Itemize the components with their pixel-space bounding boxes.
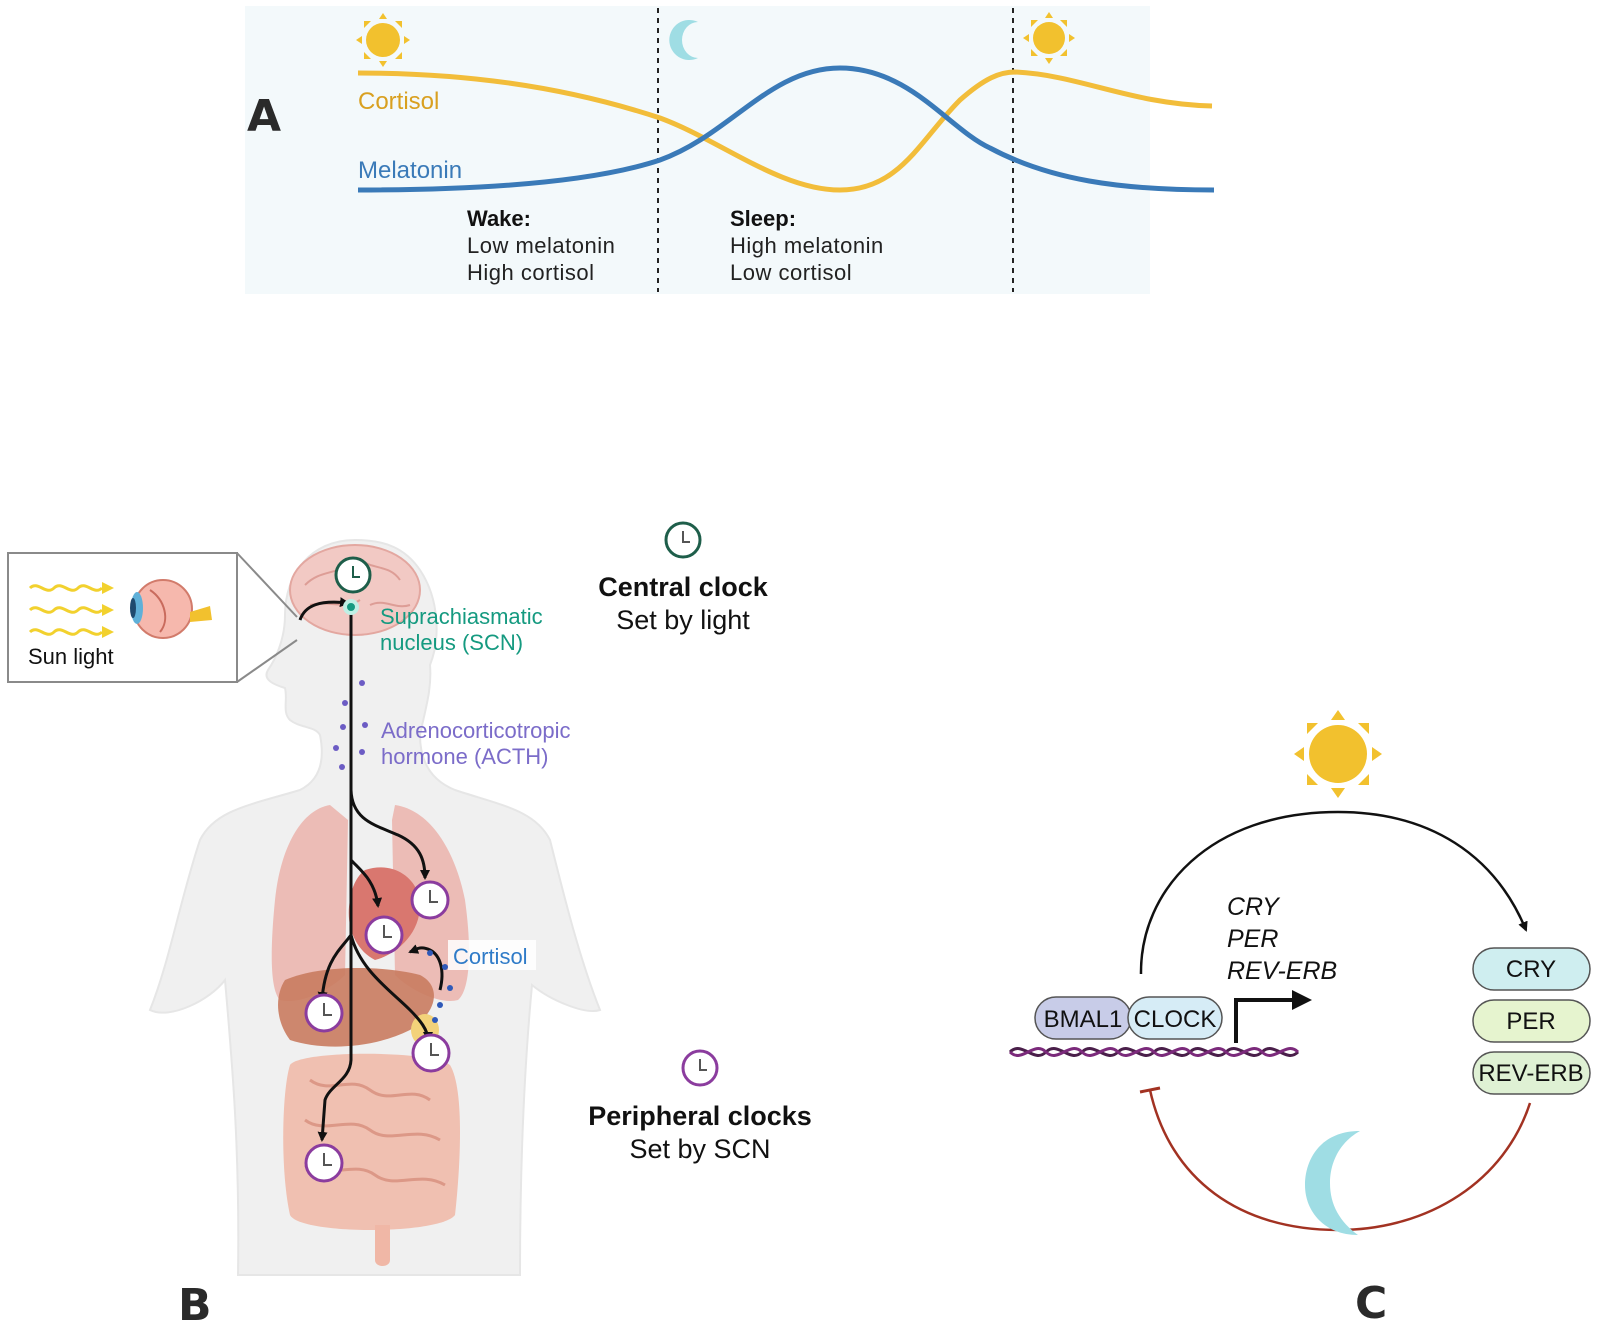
sun-icon (356, 13, 410, 67)
sun-icon (1294, 710, 1382, 798)
peripheral-clock-icon (411, 1033, 451, 1073)
dna-helix (1008, 1047, 1300, 1057)
arrow-to-gut-clock (317, 790, 353, 1142)
scn-dot (343, 599, 359, 615)
protein-per-box (1472, 999, 1591, 1043)
sleep-line-2: Low cortisol (730, 260, 852, 285)
cortisol-label-b: Cortisol (453, 944, 528, 969)
gene-cry: CRY (1227, 893, 1281, 921)
melatonin-label: Melatonin (358, 157, 462, 184)
gene-per: PER (1227, 925, 1278, 953)
arrow-to-liver-clock (317, 934, 353, 1002)
protein-cry-box (1472, 947, 1591, 991)
panel-c: BMAL1 CLOCK CRY PER REV-ERB CRY PER REV-… (1008, 710, 1591, 1327)
sun-icon (1023, 12, 1075, 64)
sun-light-label: Sun light (28, 644, 114, 669)
cortisol-dots (427, 950, 453, 1023)
central-clock-title: Central clock (598, 572, 769, 602)
arrow-to-adrenal-clock (349, 934, 433, 1042)
wake-line-2: High cortisol (467, 260, 595, 285)
inhibition-arc (1148, 1089, 1532, 1232)
wake-title: Wake: (467, 206, 531, 231)
melatonin-curve (357, 65, 1215, 193)
acth-dots (333, 680, 368, 770)
acth-label-line-1: Adrenocorticotropic (381, 718, 571, 743)
panel-a: A Cortisol Melatonin Wake: Low melatonin… (245, 6, 1215, 294)
acth-label-line-2: hormone (ACTH) (381, 744, 548, 769)
intestines (283, 1053, 460, 1230)
clock-box (1127, 996, 1223, 1040)
bmal1-label: BMAL1 (1044, 1006, 1123, 1033)
wake-line-1: Low melatonin (467, 233, 615, 258)
peripheral-clock-icon (410, 880, 450, 920)
protein-rev-erb-label: REV-ERB (1478, 1060, 1583, 1087)
peripheral-clocks-title: Peripheral clocks (588, 1101, 812, 1131)
central-clock-subtitle: Set by light (616, 605, 750, 635)
peripheral-clock-icon (304, 1143, 344, 1183)
moon-icon (669, 19, 698, 60)
panel-a-letter: A (247, 91, 281, 142)
left-lung (271, 805, 348, 1001)
light-arrowheads (102, 582, 114, 638)
protein-cry-label: CRY (1506, 956, 1556, 983)
scn-label-line-1: Suprachiasmatic (380, 604, 543, 629)
protein-per-label: PER (1506, 1008, 1555, 1035)
peripheral-clock-icon (364, 915, 404, 955)
eye-icon (130, 579, 212, 639)
panel-c-letter: C (1355, 1278, 1387, 1327)
panel-b-letter: B (178, 1280, 212, 1327)
protein-rev-erb-box (1472, 1051, 1591, 1095)
transcription-arrowhead (1292, 990, 1312, 1010)
legend-peripheral-clock-icon (681, 1049, 719, 1087)
transcription-arrow (1234, 998, 1296, 1043)
inhibition-bar (1139, 1086, 1161, 1094)
sleep-line-1: High melatonin (730, 233, 884, 258)
inset-connector (236, 639, 298, 683)
cortisol-label: Cortisol (358, 88, 439, 115)
arrow-to-lung-clock (349, 789, 430, 880)
moon-icon (1305, 1131, 1360, 1235)
panel-b: Sun light Suprachiasmatic nucleus (SCN) … (7, 521, 812, 1327)
central-clock-icon (334, 556, 372, 594)
cortisol-curve (357, 69, 1213, 193)
legend-central-clock-icon (664, 521, 702, 559)
peripheral-clock-icon (304, 993, 344, 1033)
arrow-to-heart-clock (349, 858, 383, 908)
light-waves-icon (28, 584, 104, 636)
activation-arc (1139, 810, 1528, 975)
inset-connector (236, 552, 298, 618)
peripheral-clocks-subtitle: Set by SCN (629, 1134, 770, 1164)
gene-rev-erb: REV-ERB (1227, 957, 1337, 985)
light-input-arrow (298, 597, 350, 621)
sleep-title: Sleep: (730, 206, 796, 231)
clock-label: CLOCK (1134, 1006, 1217, 1033)
scn-label-line-2: nucleus (SCN) (380, 630, 523, 655)
